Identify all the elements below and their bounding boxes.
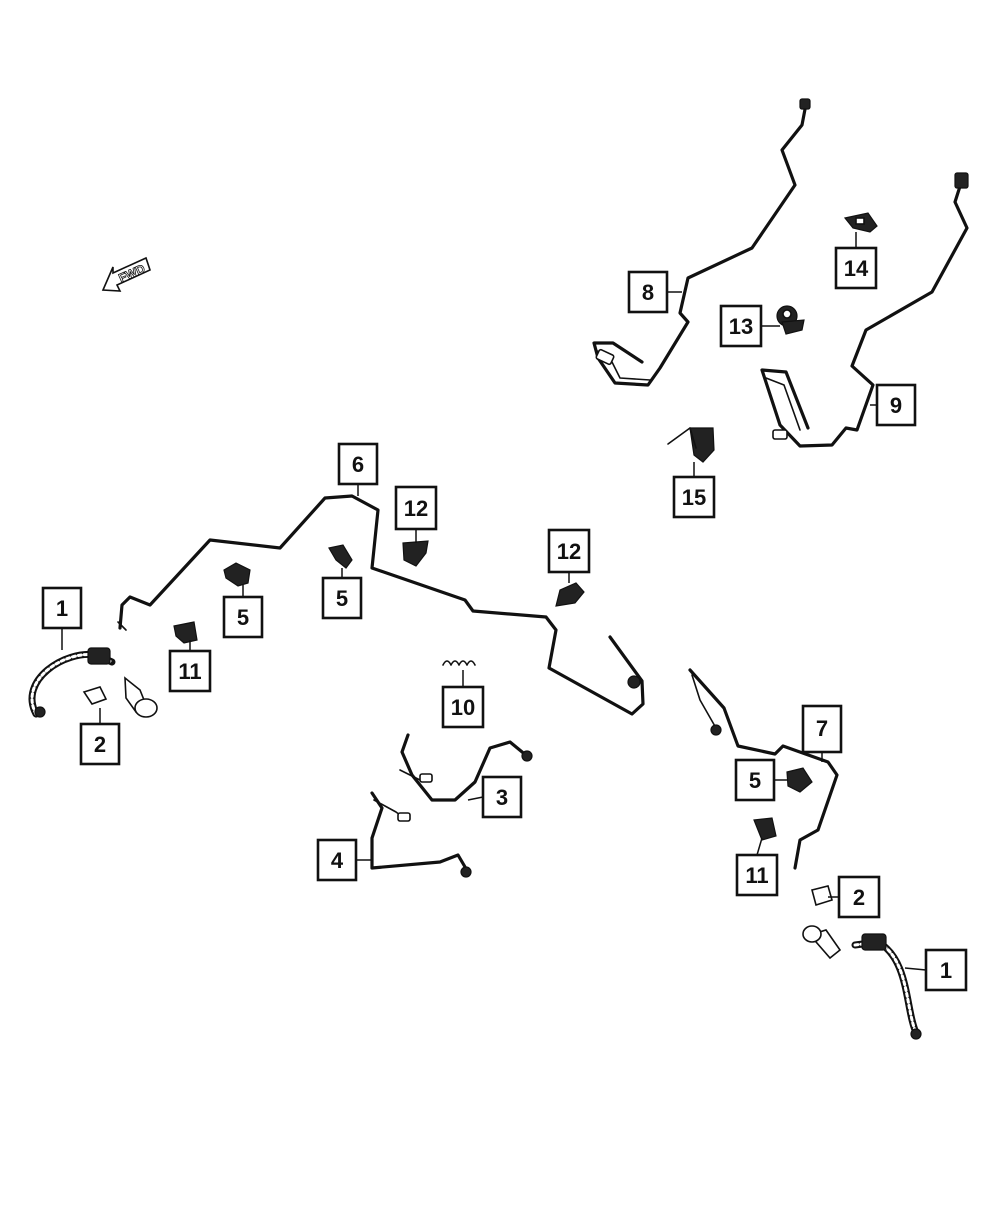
brake-line-8 (592, 98, 811, 387)
brake-hose-1-right (802, 925, 922, 1040)
callout-12: 12 (547, 528, 591, 574)
svg-text:14: 14 (844, 256, 869, 281)
part-5-clip-icon (223, 562, 251, 587)
callout-8: 8 (627, 270, 669, 314)
brake-line-4 (370, 791, 472, 878)
fwd-arrow-icon: FWD (101, 256, 151, 292)
brake-line-7 (688, 668, 839, 870)
part-15-bracket-icon (667, 427, 715, 463)
callout-leaders (61, 232, 927, 971)
callout-3: 3 (481, 775, 523, 819)
callout-1: 1 (41, 586, 83, 630)
brake-hose-1-left (28, 647, 158, 718)
part-12-clip-icon (555, 582, 585, 607)
part-5-clip-icon (328, 544, 353, 569)
brake-line-6 (117, 494, 645, 716)
svg-text:1: 1 (56, 596, 68, 621)
svg-text:10: 10 (451, 695, 475, 720)
svg-text:2: 2 (853, 885, 865, 910)
part-14-clip-icon (843, 212, 878, 233)
part-2-clip-icon (811, 885, 833, 907)
part-13-grommet-icon (776, 305, 805, 335)
callout-6: 6 (337, 442, 379, 486)
svg-text:9: 9 (890, 393, 902, 418)
svg-text:11: 11 (745, 863, 768, 888)
svg-text:2: 2 (94, 732, 106, 757)
fwd-label: FWD (116, 261, 147, 285)
callout-9: 9 (875, 383, 917, 427)
part-11-clip-icon (173, 621, 198, 644)
callout-15: 15 (672, 475, 716, 519)
callout-12: 12 (394, 485, 438, 531)
part-12-clip-icon (402, 540, 429, 567)
part-11-clip-icon (753, 817, 777, 841)
svg-text:7: 7 (816, 716, 828, 741)
callout-14: 14 (834, 246, 878, 290)
svg-text:1: 1 (940, 958, 952, 983)
svg-text:5: 5 (749, 768, 761, 793)
part-5-clip-icon (786, 767, 813, 793)
brake-line-3 (399, 733, 533, 802)
svg-text:11: 11 (178, 659, 201, 684)
callout-5: 5 (222, 595, 264, 639)
callout-4: 4 (316, 838, 358, 882)
callout-11: 11 (168, 649, 212, 693)
callout-13: 13 (719, 304, 763, 348)
callout-5: 5 (321, 576, 363, 620)
svg-text:8: 8 (642, 280, 654, 305)
svg-text:6: 6 (352, 452, 364, 477)
svg-text:5: 5 (237, 605, 249, 630)
callout-11: 11 (735, 853, 779, 897)
svg-text:3: 3 (496, 785, 508, 810)
svg-text:15: 15 (682, 485, 706, 510)
svg-text:5: 5 (336, 586, 348, 611)
callout-5: 5 (734, 758, 776, 802)
part-2-clip-icon (82, 686, 108, 705)
part-10-spring-icon (442, 660, 476, 666)
callout-1: 1 (924, 948, 968, 992)
callout-7: 7 (801, 704, 843, 754)
callout-10: 10 (441, 685, 485, 729)
svg-text:4: 4 (331, 848, 344, 873)
callout-2: 2 (79, 722, 121, 766)
svg-text:12: 12 (557, 539, 581, 564)
svg-text:13: 13 (729, 314, 753, 339)
callout-2: 2 (837, 875, 881, 919)
brake-line-9 (760, 172, 969, 448)
svg-text:12: 12 (404, 496, 428, 521)
